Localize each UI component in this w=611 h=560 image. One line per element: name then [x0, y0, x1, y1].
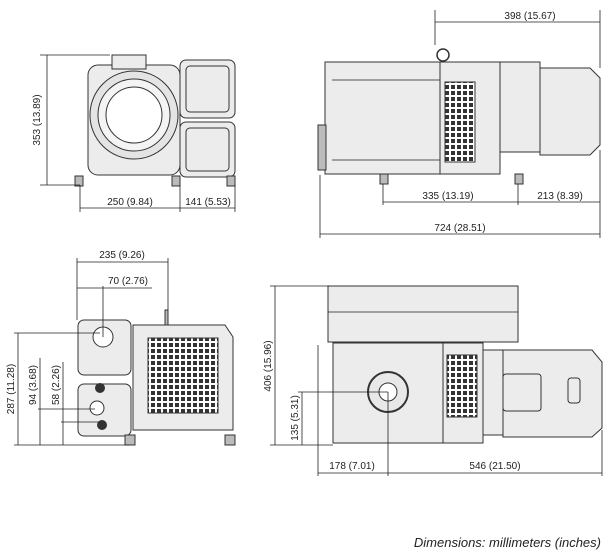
- pump-side-view-top: [317, 48, 601, 185]
- dim-287: 287 (11.28): [6, 364, 17, 414]
- dim-724: 724 (28.51): [434, 223, 485, 234]
- dimensions-front-top: 353 (13.89) 250 (9.84) 141 (5.53): [32, 54, 236, 212]
- pump-side-view-bottom: [327, 285, 603, 444]
- pump-front-view-top: [74, 54, 236, 187]
- dim-406: 406 (15.96): [263, 340, 274, 391]
- dim-70: 70 (2.76): [108, 276, 148, 287]
- dim-335: 335 (13.19): [422, 191, 473, 202]
- pump-front-view-bottom: [77, 309, 236, 446]
- dim-546: 546 (21.50): [469, 461, 520, 472]
- dim-width-141: 141 (5.53): [185, 197, 231, 208]
- dim-height-353: 353 (13.89): [32, 94, 43, 145]
- dim-213: 213 (8.39): [537, 191, 583, 202]
- dimensions-side-top: 398 (15.67) 335 (13.19) 213 (8.39) 724 (…: [319, 10, 601, 238]
- dim-width-250: 250 (9.84): [107, 197, 153, 208]
- dim-398: 398 (15.67): [504, 11, 555, 22]
- dim-235: 235 (9.26): [99, 250, 145, 261]
- dim-178: 178 (7.01): [329, 461, 375, 472]
- dim-135: 135 (5.31): [290, 395, 301, 441]
- dimensions-front-bottom: 235 (9.26) 70 (2.76) 287 (11.28) 94 (3.6…: [6, 250, 169, 446]
- dim-94: 94 (3.68): [28, 365, 39, 405]
- units-caption: Dimensions: millimeters (inches): [413, 535, 601, 550]
- dimensions-side-bottom: 406 (15.96) 135 (5.31) 178 (7.01) 546 (2…: [263, 285, 603, 476]
- dim-58: 58 (2.26): [51, 365, 62, 405]
